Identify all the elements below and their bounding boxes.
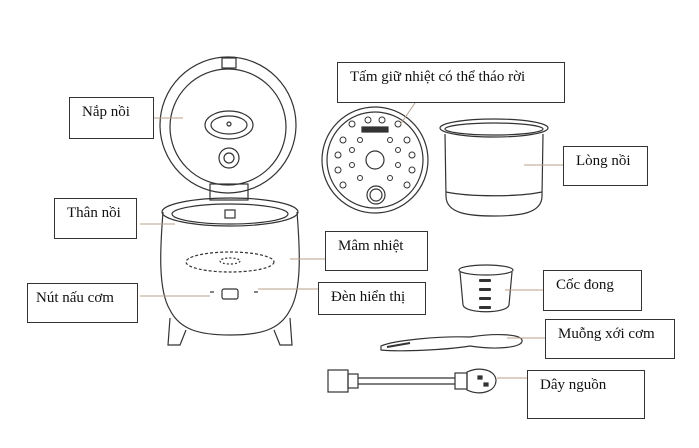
power-cord-illustration (327, 368, 497, 394)
rice-spoon-illustration (380, 334, 523, 352)
cooker-body-illustration (160, 197, 300, 346)
label-lid: Nắp nồi (69, 97, 154, 139)
measuring-cup-illustration (458, 264, 514, 313)
label-body: Thân nồi (54, 198, 137, 239)
inner-pot-illustration (439, 118, 549, 217)
label-heating-plate: Mâm nhiệt (325, 231, 428, 271)
label-inner-pot: Lòng nồi (563, 146, 648, 186)
label-cook-button: Nút nấu cơm (27, 283, 138, 323)
heat-plate-cover-illustration (321, 106, 429, 214)
label-heat-plate-cover: Tấm giữ nhiệt có thể tháo rời (337, 62, 565, 103)
leader-lines (140, 102, 563, 379)
cooker-lid-illustration (159, 56, 297, 201)
label-indicator-light: Đèn hiển thị (318, 282, 426, 315)
label-power-cord: Dây nguồn (527, 370, 645, 419)
label-measuring-cup: Cốc đong (543, 270, 642, 311)
label-rice-spoon: Muỗng xới cơm (545, 319, 675, 359)
